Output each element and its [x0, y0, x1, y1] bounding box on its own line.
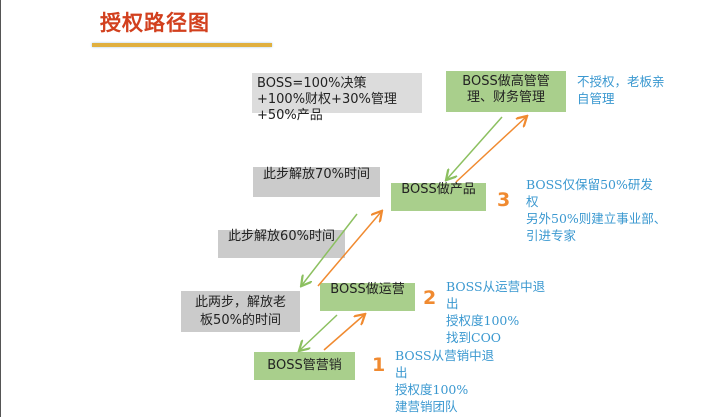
step-number-2: 2 [423, 287, 437, 309]
top-box: BOSS做高管管理、财务管理 [446, 71, 566, 112]
summary-line: +100%财权+30%管理 [257, 92, 397, 107]
note-line: 找到COO [446, 330, 502, 345]
step-number-1: 1 [372, 354, 386, 376]
note-line: 出 [446, 296, 459, 311]
step-label: BOSS做产品 [401, 182, 476, 197]
page-title: 授权路径图 [100, 10, 210, 35]
step-note-2: BOSS从运营中退 出 授权度100% 找到COO [446, 278, 545, 346]
arrow-up-1-to-2 [323, 315, 364, 351]
time-box-50: 此两步，解放老板50%的时间 [181, 291, 300, 332]
note-line: BOSS从营销中退 [395, 348, 495, 363]
arrow-down-3-to-2 [302, 213, 358, 285]
time-label: 此步解放60%时间 [228, 229, 335, 244]
note-line: BOSS从运营中退 [446, 279, 546, 294]
step-note-1: BOSS从营销中退 出 授权度100% 建营销团队 [395, 347, 494, 415]
title-underline [92, 43, 272, 47]
step-label: BOSS做运营 [330, 282, 405, 297]
step-box-2: BOSS做运营 [320, 283, 415, 311]
note-line: 不授权，老板亲 [577, 74, 665, 89]
summary-line: +50%产品 [257, 108, 323, 123]
step-label: BOSS管营销 [267, 358, 342, 373]
note-line: 引进专家 [526, 228, 577, 243]
step-box-1: BOSS管营销 [254, 352, 355, 380]
note-line: 另外50%则建立事业部、 [526, 211, 667, 226]
note-line: 权 [526, 194, 539, 209]
step-number-3: 3 [497, 189, 511, 211]
top-label: BOSS做高管管理、财务管理 [462, 74, 550, 105]
summary-box: BOSS=100%决策 +100%财权+30%管理 +50%产品 [252, 73, 422, 123]
note-line: 自管理 [577, 91, 615, 106]
arrow-up-2-to-3 [317, 212, 381, 287]
arrow-up-3-to-top [455, 117, 526, 183]
time-box-70: 此步解放70%时间 [253, 167, 380, 197]
summary-line: BOSS=100%决策 [257, 76, 367, 91]
left-edge [0, 0, 1, 417]
note-line: 出 [395, 365, 408, 380]
note-line: 授权度100% [446, 313, 520, 328]
note-line: 建营销团队 [395, 399, 458, 414]
arrow-down-top-to-3 [447, 116, 503, 179]
step-note-3: BOSS仅保留50%研发 权 另外50%则建立事业部、 引进专家 [526, 176, 666, 244]
time-box-60: 此步解放60%时间 [218, 230, 345, 258]
arrow-down-2-to-1 [300, 314, 338, 350]
time-label: 此两步，解放老板50%的时间 [194, 295, 286, 328]
top-note: 不授权，老板亲 自管理 [577, 73, 665, 107]
note-line: 授权度100% [395, 382, 469, 397]
note-line: BOSS仅保留50%研发 [526, 177, 653, 192]
time-label: 此步解放70%时间 [263, 167, 370, 182]
step-box-3: BOSS做产品 [391, 183, 486, 211]
